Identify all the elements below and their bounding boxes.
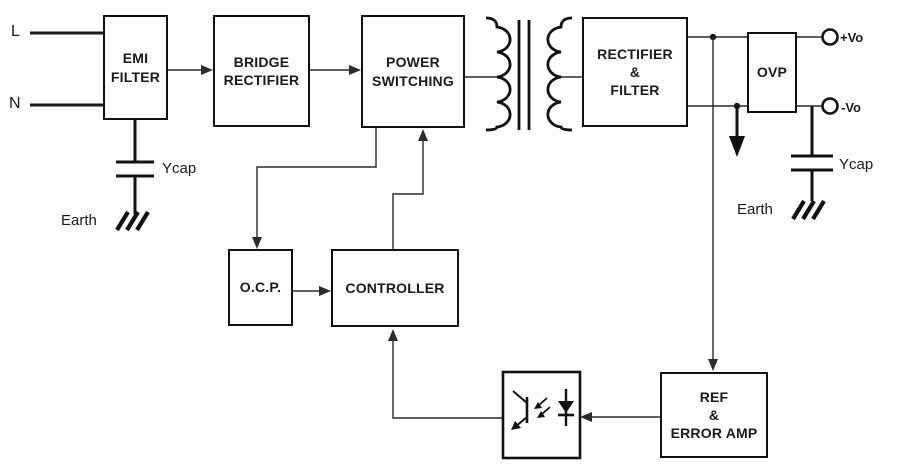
wire-sense-to-ref bbox=[708, 37, 718, 371]
arrowhead bbox=[388, 329, 398, 341]
output-negative-label: -Vo bbox=[841, 100, 861, 115]
block-ocp: O.C.P. bbox=[228, 249, 293, 326]
arrowhead bbox=[418, 129, 428, 141]
arrowhead bbox=[252, 237, 262, 249]
output-return-arrow-icon bbox=[729, 106, 745, 157]
wire-opto-to-controller bbox=[388, 329, 503, 419]
arrowhead bbox=[349, 65, 361, 75]
output-terminal-negative bbox=[821, 97, 839, 115]
block-emi-filter: EMI FILTER bbox=[103, 15, 168, 120]
block-bridge-rectifier: BRIDGE RECTIFIER bbox=[213, 15, 310, 127]
secondary-winding bbox=[546, 16, 573, 132]
optocoupler-icon bbox=[501, 370, 582, 460]
input-neutral-label: N bbox=[9, 95, 21, 112]
earth-ground-left-icon bbox=[115, 210, 150, 232]
y-capacitor-right-icon bbox=[791, 106, 833, 201]
phototransistor bbox=[511, 390, 529, 430]
ycap-left-label: Ycap bbox=[162, 160, 197, 177]
y-capacitor-left-icon bbox=[116, 120, 154, 214]
output-positive-label: +Vo bbox=[840, 30, 864, 45]
arrowhead bbox=[580, 412, 592, 422]
wire-controller-to-power bbox=[392, 129, 428, 249]
transformer-icon bbox=[485, 16, 573, 132]
block-ovp: OVP bbox=[747, 32, 797, 113]
input-live-label: L bbox=[11, 23, 20, 40]
led bbox=[558, 389, 574, 426]
block-controller: CONTROLLER bbox=[331, 249, 459, 327]
wire-ocp-to-controller bbox=[293, 286, 331, 296]
wire-ref-to-opto bbox=[580, 412, 660, 422]
arrowhead bbox=[319, 286, 331, 296]
output-terminal-positive bbox=[821, 28, 839, 46]
block-ref-error-amp: REF & ERROR AMP bbox=[660, 372, 768, 458]
block-power-switching: POWER SWITCHING bbox=[361, 15, 465, 128]
earth-right-label: Earth bbox=[737, 201, 773, 218]
light-arrows bbox=[534, 397, 551, 418]
earth-left-label: Earth bbox=[61, 212, 97, 229]
earth-ground-right-icon bbox=[791, 199, 826, 221]
wire-emi-to-bridge bbox=[168, 65, 213, 75]
arrowhead bbox=[201, 65, 213, 75]
wire-bridge-to-power bbox=[310, 65, 361, 75]
wire-power-to-ocp bbox=[252, 128, 377, 249]
arrowhead bbox=[708, 359, 718, 371]
ycap-right-label: Ycap bbox=[839, 156, 874, 173]
primary-winding bbox=[485, 16, 512, 132]
block-rectifier-filter: RECTIFIER & FILTER bbox=[582, 17, 688, 127]
